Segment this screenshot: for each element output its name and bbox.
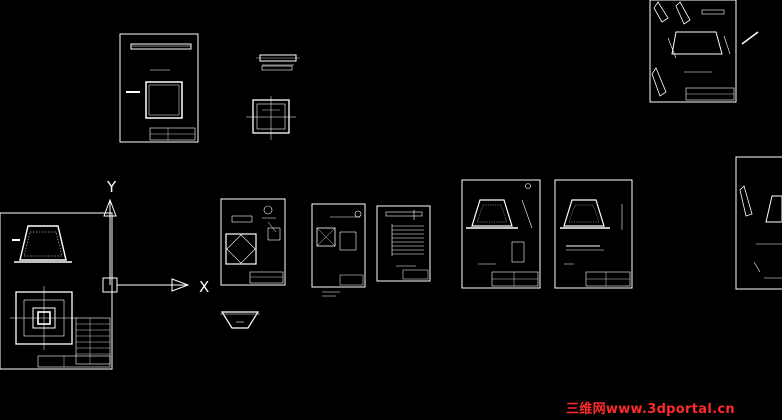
sheet-top-right-partial[interactable] xyxy=(649,0,759,103)
ucs-icon xyxy=(102,198,190,293)
sheet-top-square-frame[interactable] xyxy=(119,33,199,143)
detail-shallow-trough[interactable] xyxy=(220,311,260,329)
sheet-section-detail-1[interactable] xyxy=(220,198,286,286)
watermark-text: 三维网www.3dportal.cn xyxy=(566,402,735,417)
ucs-x-axis-label: X xyxy=(199,278,209,296)
sheet-right-edge-partial[interactable] xyxy=(735,156,782,290)
detail-small-plan[interactable] xyxy=(246,96,296,140)
detail-small-beam[interactable] xyxy=(256,54,300,71)
sheet-stair-detail[interactable] xyxy=(376,205,431,282)
sheet-left-manhole-plan[interactable] xyxy=(0,212,113,370)
sheet-trapezoid-section-1[interactable] xyxy=(461,179,541,289)
ucs-y-axis-label: Y xyxy=(106,178,117,196)
sheet-trapezoid-section-2[interactable] xyxy=(554,179,633,289)
sheet-section-detail-2[interactable] xyxy=(311,203,366,297)
